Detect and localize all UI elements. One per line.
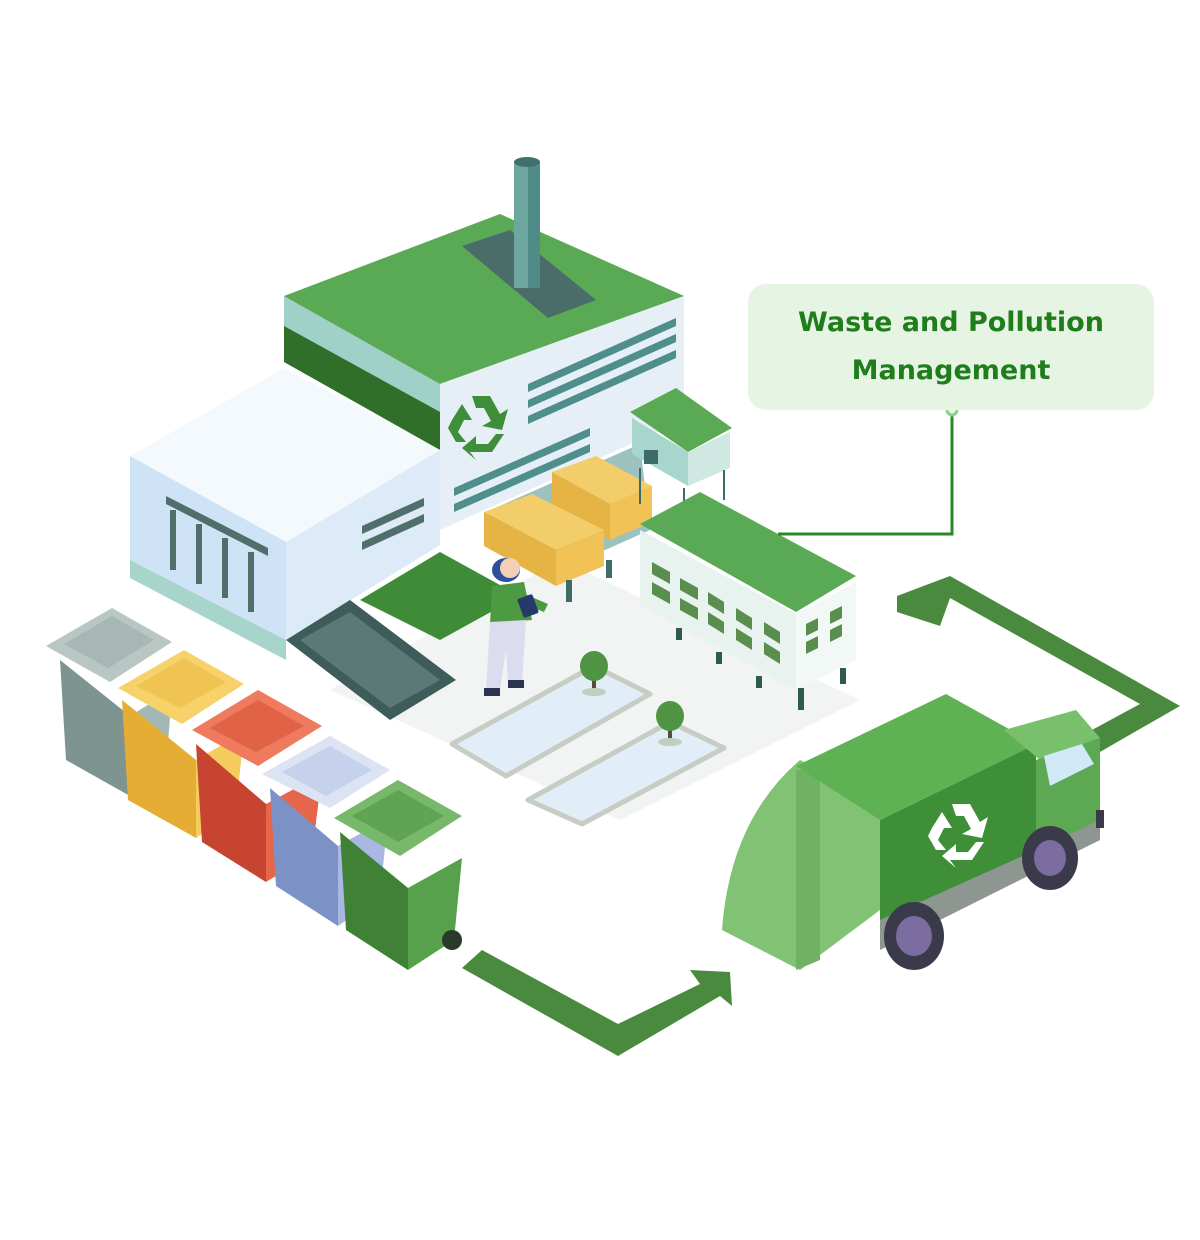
person-icon xyxy=(484,558,548,696)
factory-building xyxy=(130,157,684,720)
bottom-arrow xyxy=(462,950,732,1056)
callout-connector xyxy=(778,403,959,536)
chimney-icon xyxy=(514,157,540,288)
callout-title-line-2: Management xyxy=(851,355,1051,386)
crate xyxy=(552,456,652,540)
tree-icon xyxy=(580,651,608,696)
callout-title-line-1: Waste and Pollution xyxy=(798,307,1104,338)
crate xyxy=(484,494,604,586)
conveyor xyxy=(484,444,652,602)
truck-icon xyxy=(722,694,1104,970)
callout-box: Waste and Pollution Management xyxy=(748,284,1154,410)
tree-icon xyxy=(656,701,684,746)
top-right-arrow xyxy=(897,576,1180,760)
arrow-icon xyxy=(462,576,1180,1056)
bin-icon xyxy=(334,780,462,970)
office-building xyxy=(640,492,856,710)
